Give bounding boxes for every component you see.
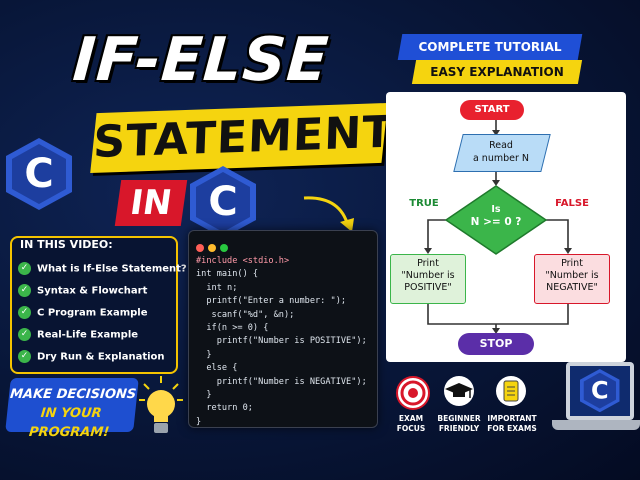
flow-positive-box (390, 254, 466, 304)
video-contents-heading: IN THIS VIDEO: (20, 238, 113, 251)
target-icon (396, 376, 430, 410)
explanation-banner: EASY EXPLANATION (411, 60, 583, 84)
explanation-banner-text: EASY EXPLANATION (430, 65, 564, 79)
flow-start: START (460, 100, 524, 120)
lightbulb-icon (139, 376, 183, 433)
headline-line3: IN (114, 180, 188, 226)
code-line: printf("Enter a number: "); (196, 296, 347, 307)
flow-negative-line3: NEGATIVE" (546, 282, 598, 293)
flow-true-label: TRUE (409, 198, 439, 209)
code-line: scanf("%d", &n); (196, 309, 295, 320)
flow-negative-line2: "Number is (545, 270, 599, 281)
code-line: #include <stdio.h> (196, 256, 290, 266)
flow-negative-line1: Print (561, 258, 583, 269)
flow-condition-line2: N >= 0 ? (470, 216, 522, 228)
window-minimize-dot (208, 244, 216, 252)
c-logo-icon: C (6, 138, 72, 210)
flow-condition-line1: Is (491, 204, 501, 215)
code-line: } (196, 349, 212, 360)
decisions-line1: MAKE DECISIONS (9, 387, 137, 402)
list-item: ✓Dry Run & Explanation (18, 350, 165, 366)
headline-line2-text: STATEMENT (92, 106, 395, 168)
video-contents-box (10, 236, 178, 374)
flow-positive-line3: POSITIVE" (404, 282, 452, 293)
code-line: int n; (196, 282, 238, 293)
flow-read-line2: a number N (472, 153, 530, 164)
tutorial-banner: COMPLETE TUTORIAL (397, 34, 583, 60)
flow-condition-shape (444, 185, 548, 255)
arrow-icon (303, 196, 354, 232)
decisions-banner: MAKE DECISIONS IN YOUR PROGRAM! (5, 378, 139, 440)
laptop-base (552, 420, 640, 430)
window-close-dot (196, 244, 204, 252)
decisions-line2: IN YOUR PROGRAM! (28, 406, 110, 440)
list-item: ✓Syntax & Flowchart (18, 284, 147, 300)
code-line: if(n >= 0) { (196, 323, 269, 333)
laptop-c-logo-icon: C (580, 369, 620, 413)
tutorial-banner-text: COMPLETE TUTORIAL (418, 40, 562, 54)
headline-line1-text: IF-ELSE (70, 25, 332, 95)
check-icon: ✓ (18, 284, 31, 297)
code-line: } (196, 416, 202, 427)
check-icon: ✓ (18, 262, 31, 275)
list-item: ✓What is If-Else Statement? (18, 262, 187, 278)
check-icon: ✓ (18, 306, 31, 319)
list-item: ✓Real-Life Example (18, 328, 138, 344)
list-item: ✓C Program Example (18, 306, 148, 322)
flow-negative-box (534, 254, 610, 304)
headline-line2: STATEMENT (90, 102, 395, 174)
clipboard-checklist-icon (496, 376, 526, 406)
flow-false-label: FALSE (555, 198, 589, 209)
headline-line3-text: IN (127, 183, 175, 223)
flow-positive-line2: "Number is (401, 270, 455, 281)
flow-stop: STOP (458, 333, 534, 355)
graduation-cap-icon (444, 376, 474, 406)
code-line: printf("Number is POSITIVE"); (196, 336, 367, 347)
code-line: } (196, 390, 212, 400)
flowchart-connectors (424, 120, 572, 334)
code-window (188, 230, 378, 428)
headline-line1: IF-ELSE (36, 22, 366, 100)
window-maximize-dot (220, 244, 228, 252)
code-line: int main() { (196, 269, 259, 280)
check-icon: ✓ (18, 350, 31, 363)
code-line: else { (196, 363, 238, 374)
flow-read-line1: Read (489, 140, 513, 151)
code-line: printf("Number is NEGATIVE"); (196, 376, 367, 387)
check-icon: ✓ (18, 328, 31, 341)
flow-positive-line1: Print (417, 258, 439, 269)
c-logo-icon-small: C (190, 166, 256, 238)
code-line: return 0; (196, 403, 253, 414)
